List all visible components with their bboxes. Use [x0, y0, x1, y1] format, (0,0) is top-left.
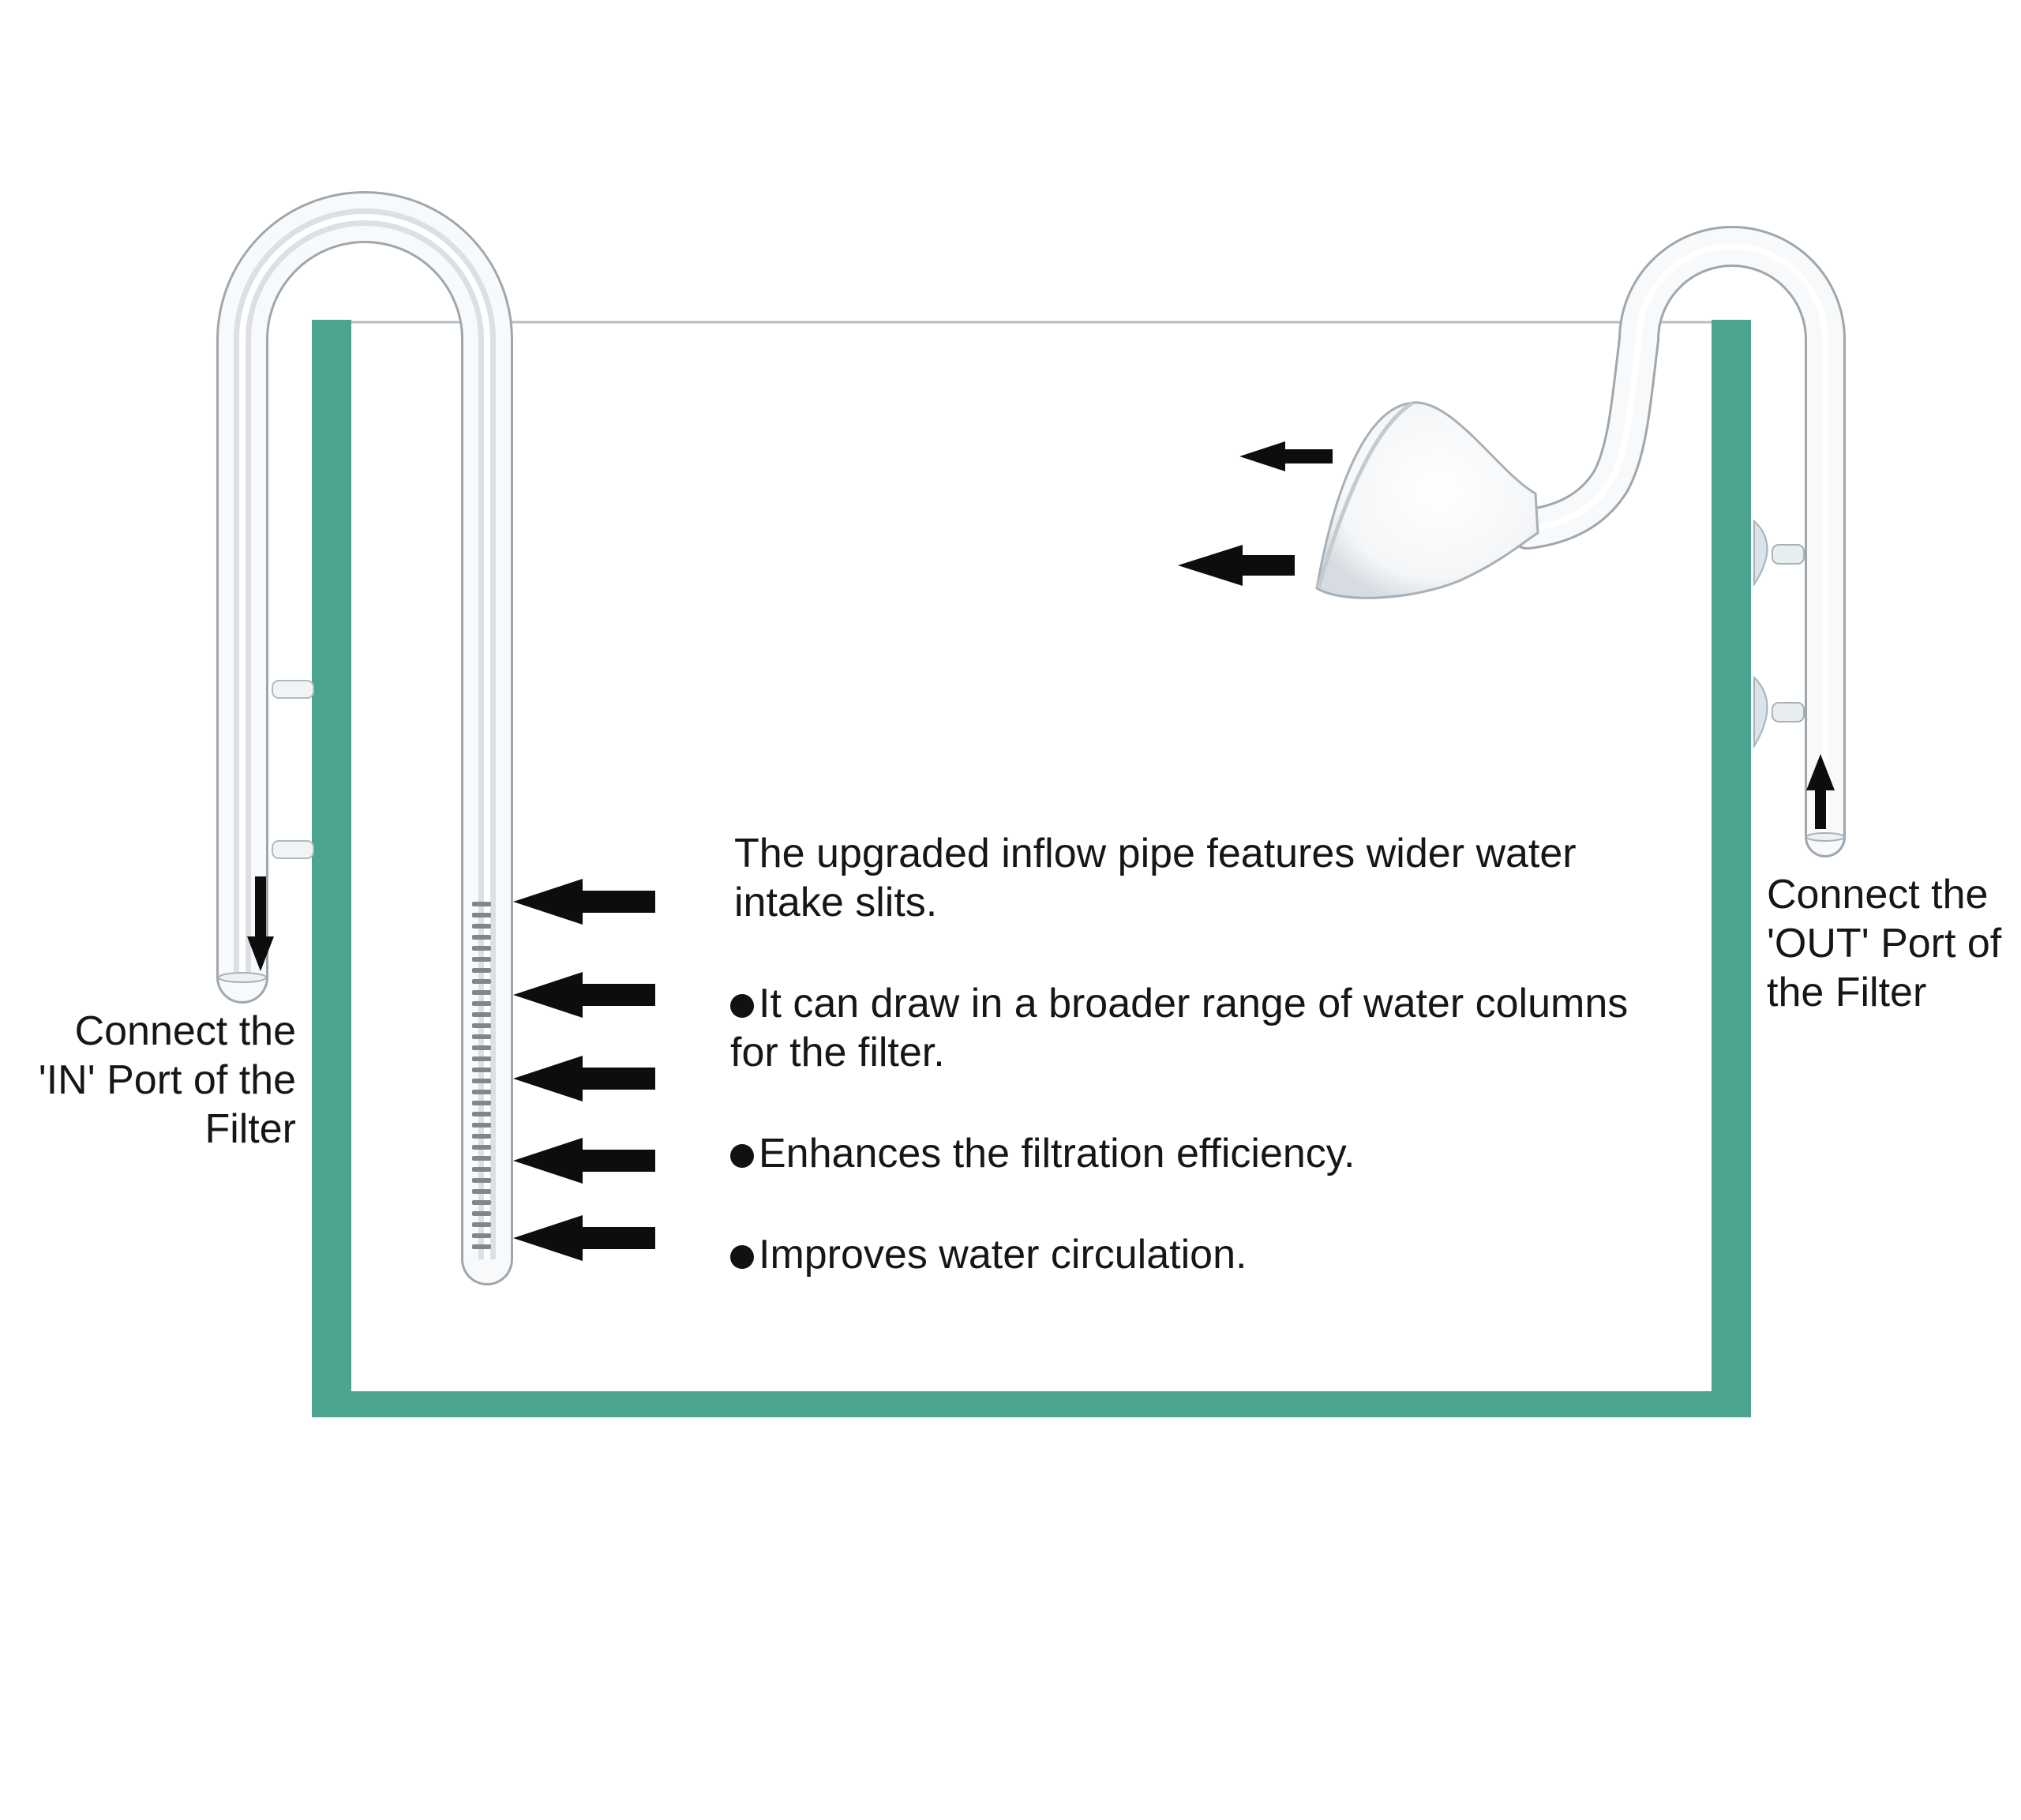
intake-slit: [472, 1244, 491, 1249]
outflow-arrow-1: [1239, 441, 1333, 471]
intake-slit: [472, 902, 491, 906]
intake-slit: [472, 935, 491, 940]
intake-slit: [472, 1090, 491, 1094]
tank-right-wall: [1712, 320, 1751, 1417]
bullet-text: Improves water circulation.: [759, 1232, 1247, 1278]
outflow-arrow-2: [1178, 545, 1295, 586]
intake-slits: [472, 902, 491, 1249]
outflow-suction-cup-lower: [1753, 675, 1805, 749]
intake-arrow-5: [513, 1215, 655, 1261]
intake-arrow-4: [513, 1138, 655, 1184]
intake-slit: [472, 1023, 491, 1028]
intake-slit: [472, 1222, 491, 1227]
intake-slit: [472, 1012, 491, 1017]
intake-slit: [472, 1189, 491, 1194]
intake-slit: [472, 1233, 491, 1238]
intake-slit: [472, 1079, 491, 1083]
inflow-pipe: [216, 191, 513, 1285]
out-port-label: Connect the 'OUT' Port of the Filter: [1767, 872, 2002, 1015]
description-bullet-2: Enhances the filtration efficiency.: [730, 1129, 1638, 1178]
aquarium-tank: [312, 320, 1751, 1417]
bullet-text: Enhances the filtration efficiency.: [759, 1131, 1355, 1176]
inflow-mount-upper: [272, 680, 314, 699]
intake-slit: [472, 1134, 491, 1139]
intake-arrow-2: [513, 972, 655, 1018]
intake-slit: [472, 957, 491, 962]
intake-slit: [472, 1200, 491, 1205]
intake-slit: [472, 1167, 491, 1172]
outflow-suction-cup-upper: [1753, 519, 1805, 587]
intake-slit: [472, 1211, 491, 1216]
intake-slit: [472, 1045, 491, 1050]
bullet-dot-icon: [730, 994, 754, 1018]
intake-slit: [472, 1001, 491, 1006]
intake-slit: [472, 1112, 491, 1116]
in-port-down-arrow: [247, 876, 274, 971]
tank-bottom-wall: [312, 1391, 1751, 1417]
description-bullet-3: Improves water circulation.: [730, 1230, 1638, 1279]
outflow-pipe-glass: [1507, 226, 1846, 857]
bullet-dot-icon: [730, 1144, 754, 1168]
tank-left-wall: [312, 320, 351, 1417]
description-intro: The upgraded inflow pipe features wider …: [734, 831, 1577, 925]
intake-slit: [472, 1156, 491, 1161]
intake-slit: [472, 1178, 491, 1183]
intake-slit: [472, 1034, 491, 1039]
intake-slit: [472, 1145, 491, 1150]
description-bullet-1: It can draw in a broader range of water …: [730, 979, 1638, 1077]
intake-slit: [472, 979, 491, 984]
intake-slit: [472, 946, 491, 951]
bullet-text: It can draw in a broader range of water …: [730, 981, 1629, 1075]
intake-slit: [472, 990, 491, 995]
outflow-pipe: [1315, 226, 1846, 857]
intake-slit: [472, 1101, 491, 1105]
in-port-label: Connect the 'IN' Port of the Filter: [38, 1008, 296, 1152]
flow-arrows: [247, 441, 1835, 1261]
intake-slit: [472, 968, 491, 973]
intake-arrow-1: [513, 879, 655, 925]
intake-arrow-3: [513, 1056, 655, 1101]
intake-slit: [472, 924, 491, 929]
intake-slit: [472, 1068, 491, 1072]
intake-slit: [472, 913, 491, 918]
intake-slit: [472, 1123, 491, 1128]
out-port-up-arrow: [1806, 754, 1835, 829]
inflow-mount-lower: [272, 840, 314, 859]
bullet-dot-icon: [730, 1245, 754, 1269]
intake-slit: [472, 1056, 491, 1061]
